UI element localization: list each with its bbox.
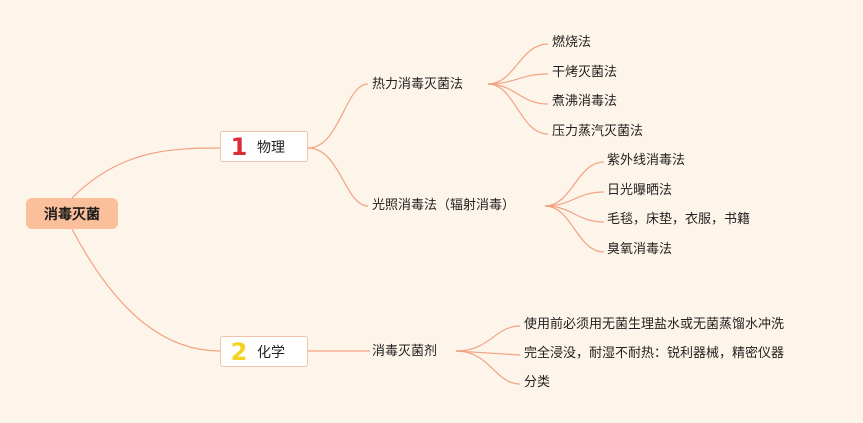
connector-agent-leaf-3 [455,350,521,385]
number-badge-2: 2 [230,337,248,366]
leaf-thermal-1[interactable]: 燃烧法 [552,35,592,50]
connector-thermal-leaf-2 [487,73,549,85]
leaf-thermal-4[interactable]: 压力蒸汽灭菌法 [552,124,644,139]
root-node[interactable]: 消毒灭菌 [26,198,118,229]
leaf-light-2[interactable]: 日光曝晒法 [607,183,673,198]
connector-agent-leaf-1 [455,325,521,352]
leaf-light-4[interactable]: 臭氧消毒法 [607,242,673,257]
connector-light-leaf-3 [544,205,605,223]
connector-physical-thermal [307,83,369,149]
leaf-light-3[interactable]: 毛毯，床垫，衣服，书籍 [607,212,751,227]
branch-label-chemical: 化学 [257,344,285,361]
leaf-agent-3[interactable]: 分类 [524,375,551,390]
leaf-thermal-3[interactable]: 煮沸消毒法 [552,94,618,109]
connector-thermal-leaf-4 [487,83,549,135]
connector-light-leaf-4 [544,205,605,253]
node-thermal-method[interactable]: 热力消毒灭菌法 [372,77,464,92]
connector-thermal-leaf-1 [487,43,549,85]
connector-root-physical [71,147,221,199]
branch-node-physical[interactable]: 1 物理 [220,131,308,162]
root-label: 消毒灭菌 [44,206,100,223]
connector-root-chemical [71,228,221,352]
leaf-thermal-2[interactable]: 干烤灭菌法 [552,65,618,80]
connector-light-leaf-2 [544,191,605,207]
number-badge-1: 1 [230,132,248,161]
node-disinfectant[interactable]: 消毒灭菌剂 [372,344,438,359]
connector-light-leaf-1 [544,161,605,207]
branch-node-chemical[interactable]: 2 化学 [220,336,308,367]
leaf-light-1[interactable]: 紫外线消毒法 [607,153,686,168]
connector-thermal-leaf-3 [487,83,549,105]
branch-label-physical: 物理 [257,139,285,156]
connector-physical-light [307,147,369,207]
leaf-agent-2[interactable]: 完全浸没，耐湿不耐热：锐利器械，精密仪器 [524,346,785,361]
leaf-agent-1[interactable]: 使用前必须用无菌生理盐水或无菌蒸馏水冲洗 [524,317,785,332]
node-light-method[interactable]: 光照消毒法（辐射消毒） [372,198,516,213]
